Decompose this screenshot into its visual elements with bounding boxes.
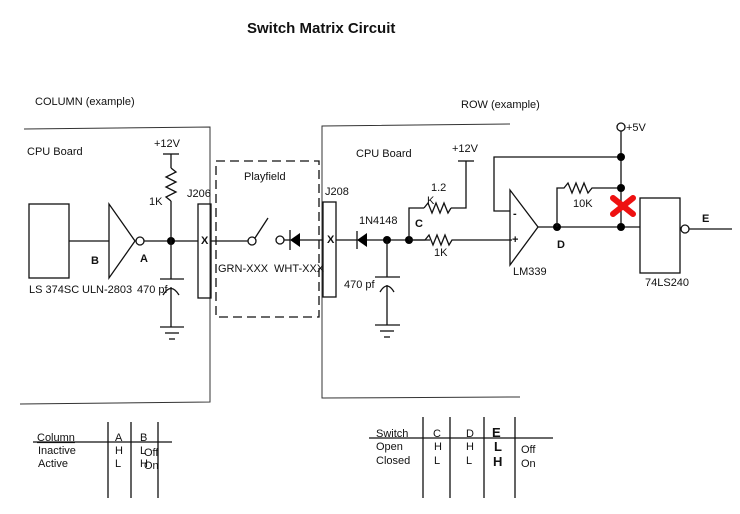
right-capacitor-value: 470 pf bbox=[344, 279, 376, 291]
right-supply-label: +12V bbox=[452, 143, 479, 155]
series-resistor-value: 1K bbox=[434, 247, 448, 259]
table-cell: Off bbox=[144, 447, 159, 459]
left-supply-label: +12V bbox=[154, 138, 181, 150]
node-c-label: C bbox=[415, 218, 423, 230]
j206-pin-label: X bbox=[201, 235, 209, 247]
right-pullup-value-line2: K bbox=[427, 195, 435, 207]
latch-ic-box bbox=[28, 203, 70, 279]
j208-connector bbox=[322, 201, 337, 298]
j208-pin-label: X bbox=[327, 234, 335, 246]
table-row: Inactive H L Off bbox=[38, 445, 159, 459]
table-row: Open H H L Off bbox=[376, 439, 536, 456]
table-cell: L bbox=[466, 455, 472, 467]
right-ground-icon bbox=[375, 324, 400, 338]
right-cpu-board-label: CPU Board bbox=[356, 148, 412, 160]
table-cell: L bbox=[140, 445, 146, 457]
right-capacitor bbox=[375, 240, 400, 325]
switch-contact bbox=[247, 236, 257, 246]
table-cell: Closed bbox=[376, 455, 410, 467]
junction-dot bbox=[617, 184, 625, 192]
comparator-minus-label: - bbox=[513, 208, 517, 220]
table-cell: H bbox=[493, 454, 502, 469]
playfield-label: Playfield bbox=[244, 171, 286, 183]
switch-table-header: D bbox=[466, 428, 474, 440]
buffer-label: 74LS240 bbox=[645, 277, 689, 289]
right-cpu-board-outline bbox=[321, 123, 521, 399]
table-row: Active L H On bbox=[38, 458, 159, 472]
buffer-inversion-bubble bbox=[680, 224, 690, 234]
table-cell: Open bbox=[376, 441, 403, 453]
driver-label: ULN-2803 bbox=[82, 284, 132, 296]
diode-label: 1N4148 bbox=[359, 215, 398, 227]
switch-table-header: E bbox=[492, 425, 501, 440]
table-row: Closed L L H On bbox=[376, 454, 536, 470]
table-cell: Active bbox=[38, 458, 68, 470]
left-cpu-board-label: CPU Board bbox=[27, 146, 83, 158]
table-cell: L bbox=[115, 458, 121, 470]
table-cell: L bbox=[434, 455, 440, 467]
playfield-box bbox=[215, 160, 320, 318]
node-e-label: E bbox=[702, 213, 709, 225]
node-d-label: D bbox=[557, 239, 565, 251]
node-a-label: A bbox=[140, 253, 148, 265]
wire-reference-to-minus bbox=[493, 156, 621, 212]
table-cell: H bbox=[434, 441, 442, 453]
switch-truth-table: Switch C D E Open H H L Off Closed L L H… bbox=[369, 417, 553, 498]
switch-table-header: Switch bbox=[376, 428, 408, 440]
table-cell: Inactive bbox=[38, 445, 76, 457]
table-cell: H bbox=[115, 445, 123, 457]
junction-dot bbox=[617, 153, 625, 161]
comparator-label: LM339 bbox=[513, 266, 547, 278]
left-cpu-board-outline bbox=[19, 126, 211, 405]
column-truth-table: Column A B Inactive H L Off Active L H O… bbox=[33, 422, 172, 498]
diagram-title: Switch Matrix Circuit bbox=[247, 20, 395, 37]
table-cell: H bbox=[466, 441, 474, 453]
comparator-plus-label: + bbox=[512, 234, 518, 246]
column-table-header: B bbox=[140, 432, 147, 444]
column-wire-label: GRN-XXX bbox=[218, 263, 269, 275]
right-pullup-value-line1: 1.2 bbox=[431, 182, 446, 194]
right-pullup-resistor bbox=[408, 160, 474, 240]
table-cell: On bbox=[521, 458, 536, 470]
red-x-mark-icon bbox=[610, 195, 636, 217]
left-pullup-value: 1K bbox=[149, 196, 163, 208]
table-cell: Off bbox=[521, 444, 536, 456]
playfield-diode bbox=[284, 230, 323, 250]
feedback-resistor bbox=[556, 181, 621, 227]
table-cell: H bbox=[140, 458, 148, 470]
column-table-header: A bbox=[115, 432, 123, 444]
switch-table-header: C bbox=[433, 428, 441, 440]
row-wire-label: WHT-XXX bbox=[274, 263, 325, 275]
switch-contact bbox=[275, 235, 285, 245]
feedback-resistor-value: 10K bbox=[573, 198, 593, 210]
left-ground-icon bbox=[160, 326, 184, 340]
comparator-symbol bbox=[509, 188, 539, 267]
table-cell: On bbox=[144, 460, 159, 472]
series-resistor bbox=[409, 233, 512, 247]
left-capacitor bbox=[160, 241, 184, 327]
junction-dot bbox=[617, 223, 625, 231]
row-section-label: ROW (example) bbox=[461, 99, 540, 111]
buffer-ic-box bbox=[639, 197, 681, 274]
latch-label: LS 374SC bbox=[29, 284, 79, 296]
node-b-label: B bbox=[91, 255, 99, 267]
j206-label: J206 bbox=[187, 188, 211, 200]
column-section-label: COLUMN (example) bbox=[35, 96, 135, 108]
j208-label: J208 bbox=[325, 186, 349, 198]
left-pullup-resistor bbox=[163, 153, 179, 241]
left-capacitor-value: 470 pf bbox=[137, 284, 169, 296]
column-table-header: Column bbox=[37, 432, 75, 444]
switch-arm bbox=[254, 217, 269, 239]
table-cell: L bbox=[494, 439, 502, 454]
j206-connector bbox=[197, 203, 212, 299]
driver-inverter-symbol bbox=[108, 201, 145, 281]
logic-supply-label: +5V bbox=[626, 122, 647, 134]
